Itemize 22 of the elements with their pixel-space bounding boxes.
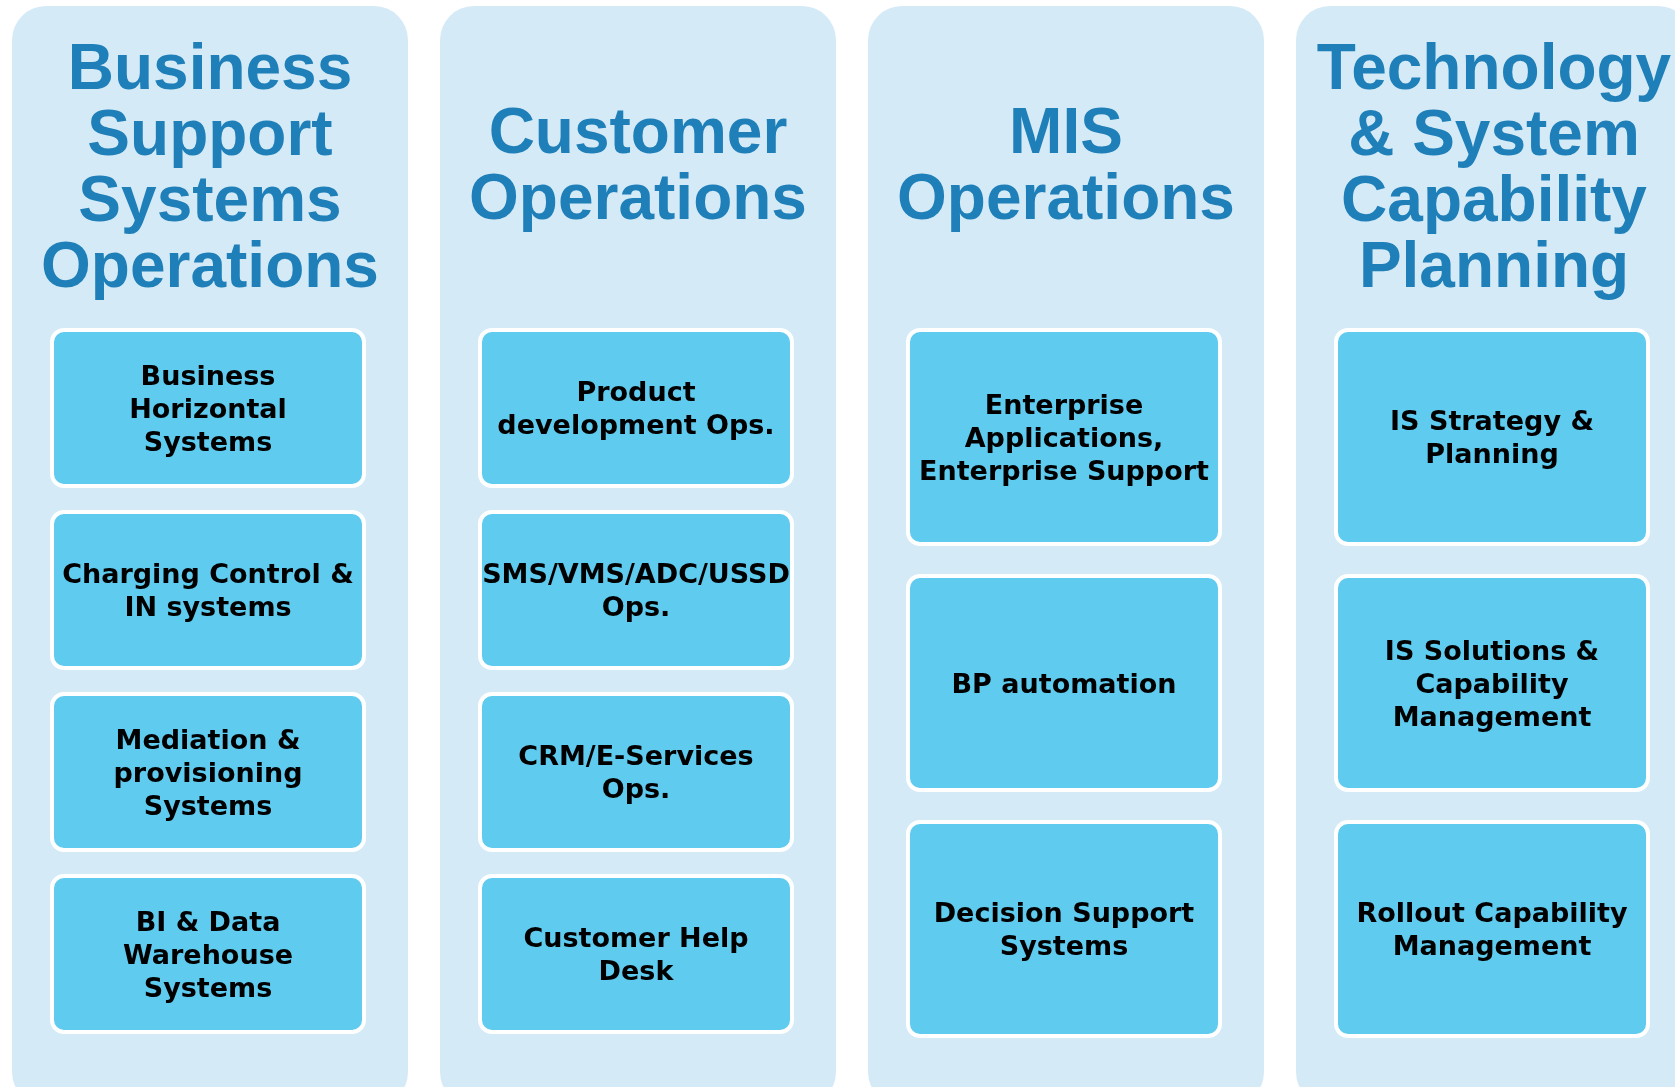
function-card: IS Solutions & Capability Management bbox=[1334, 574, 1650, 792]
function-card: Mediation & provisioning Systems bbox=[50, 692, 366, 852]
function-card: Decision Support Systems bbox=[906, 820, 1222, 1038]
function-card: IS Strategy & Planning bbox=[1334, 328, 1650, 546]
column-panel bbox=[868, 6, 1264, 1087]
function-card: Rollout Capability Management bbox=[1334, 820, 1650, 1038]
function-card: Charging Control & IN systems bbox=[50, 510, 366, 670]
function-card: BP automation bbox=[906, 574, 1222, 792]
column-panel bbox=[440, 6, 836, 1087]
column-panel bbox=[12, 6, 408, 1087]
function-card: Business Horizontal Systems bbox=[50, 328, 366, 488]
column-title: Technology & System Capability Planning bbox=[1315, 34, 1673, 298]
function-card: Product development Ops. bbox=[478, 328, 794, 488]
column-title: Customer Operations bbox=[468, 98, 808, 230]
function-card: SMS/VMS/ADC/USSD Ops. bbox=[478, 510, 794, 670]
function-card: Customer Help Desk bbox=[478, 874, 794, 1034]
column-title: MIS Operations bbox=[896, 98, 1236, 230]
function-card: Enterprise Applications, Enterprise Support bbox=[906, 328, 1222, 546]
column-title: Business Support Systems Operations bbox=[40, 34, 380, 298]
function-card: BI & Data Warehouse Systems bbox=[50, 874, 366, 1034]
function-card: CRM/E-Services Ops. bbox=[478, 692, 794, 852]
column-panel bbox=[1296, 6, 1675, 1087]
